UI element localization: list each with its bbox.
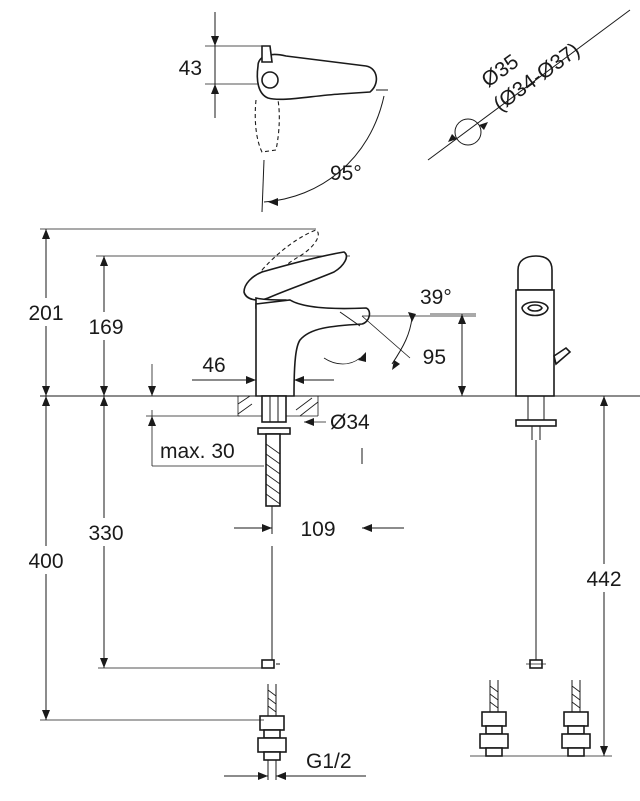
hose-length-label: 330 [88, 522, 123, 545]
total-height-label: 201 [28, 302, 63, 325]
front-view: 442 [470, 255, 628, 757]
fitting-right [561, 680, 591, 757]
mount-diameter-label: Ø34 [330, 411, 370, 434]
right-length-label: 442 [586, 568, 621, 591]
connection-length-label: 400 [28, 550, 63, 573]
countertop-hatch [237, 395, 319, 417]
spout-clearance-label: 95 [423, 346, 446, 369]
max-thickness-label: max. 30 [160, 440, 235, 463]
spout-base-width-label: 46 [202, 354, 225, 377]
handle-height-label: 43 [179, 57, 202, 80]
spout-height-label: 169 [88, 316, 123, 339]
thread-label: G1/2 [306, 750, 352, 773]
top-view-handle: 43 95° [179, 12, 388, 213]
fitting-left [479, 680, 509, 757]
rotation-angle-label: 95° [330, 162, 362, 185]
spout-angle-label: 39° [420, 286, 452, 309]
spout-reach-label: 109 [300, 518, 335, 541]
mounting-hole-symbol: Ø35 (Ø34-Ø37) [427, 9, 631, 161]
